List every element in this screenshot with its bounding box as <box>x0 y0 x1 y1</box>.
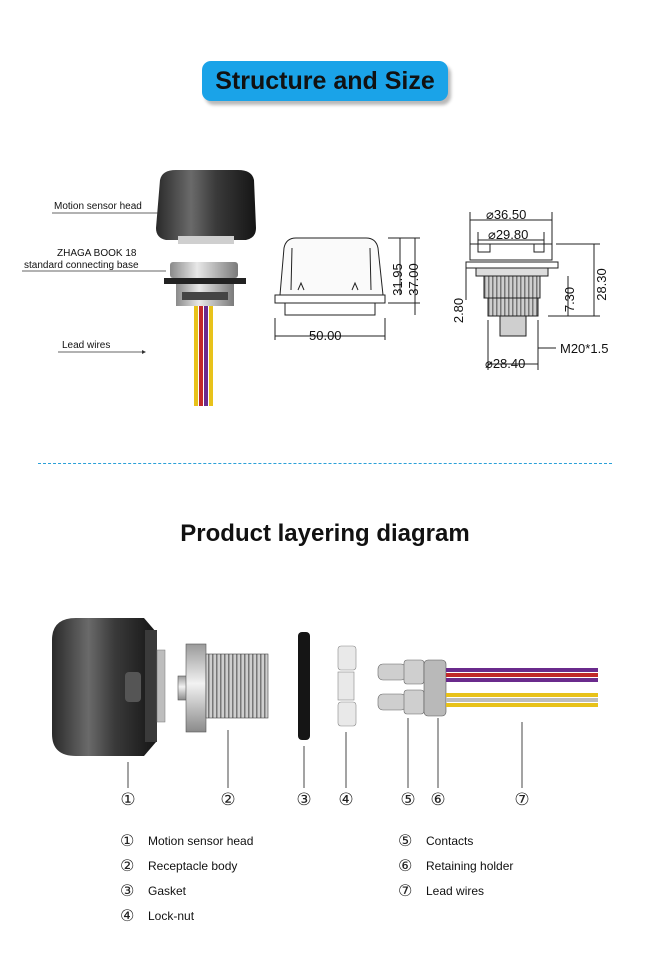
part-number-5: ⑤ <box>400 790 416 810</box>
dim-inner-diameter: ⌀29.80 <box>488 227 529 242</box>
structure-title-banner: Structure and Size <box>202 61 448 101</box>
part-number-7: ⑦ <box>514 790 530 810</box>
dim-thread-diameter: ⌀28.40 <box>485 356 526 371</box>
sensor-photo <box>22 170 256 406</box>
dim-total-height: 37.00 <box>405 263 421 296</box>
layering-title: Product layering diagram <box>180 520 470 547</box>
dim-thread-length: 7.30 <box>562 286 578 313</box>
part-number-2: ② <box>220 790 236 810</box>
callout-base-line1: ZHAGA BOOK 18 <box>57 248 137 259</box>
part-number-4: ④ <box>338 790 354 810</box>
dim-width: 50.00 <box>309 328 342 343</box>
part-number-3: ③ <box>296 790 312 810</box>
part-number-6: ⑥ <box>430 790 446 810</box>
dim-head-height: 31.95 <box>389 263 405 296</box>
front-view-drawing <box>274 237 420 340</box>
callout-base-line2: standard connecting base <box>24 260 139 271</box>
exploded-diagram <box>52 618 598 788</box>
section-divider <box>38 463 612 464</box>
structure-title: Structure and Size <box>215 66 435 95</box>
callout-sensor-head: Motion sensor head <box>54 201 142 212</box>
part-number-1: ① <box>120 790 136 810</box>
dim-thread-spec: M20*1.5 <box>560 341 609 356</box>
callout-lead-wires: Lead wires <box>62 340 111 351</box>
dim-outer-diameter: ⌀36.50 <box>486 207 527 222</box>
dim-flange: 2.80 <box>451 297 467 324</box>
dim-base-height: 28.30 <box>593 268 609 301</box>
side-view-drawing <box>465 212 600 370</box>
